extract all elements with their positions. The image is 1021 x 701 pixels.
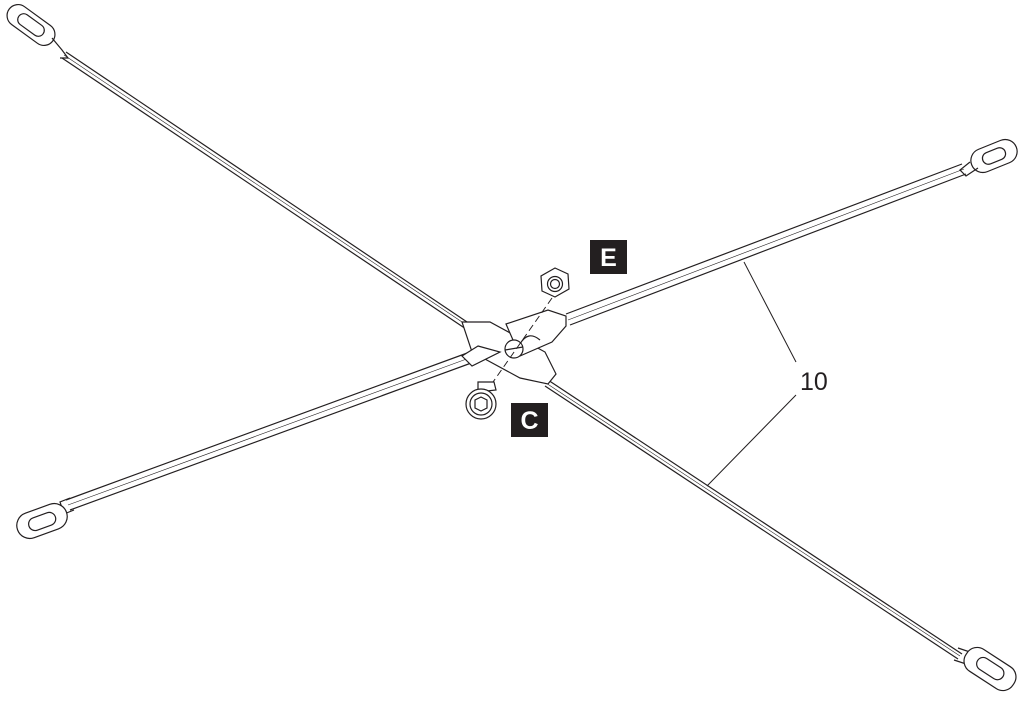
assembly-axis-line bbox=[485, 297, 553, 393]
eyelet-bottom-right bbox=[953, 646, 1017, 692]
callout-e: E bbox=[590, 240, 627, 274]
eyelet-right bbox=[959, 138, 1018, 177]
callout-10: 10 bbox=[706, 261, 828, 487]
callout-e-text: E bbox=[600, 244, 617, 272]
callout-c-text: C bbox=[520, 407, 538, 435]
leader-line-upper bbox=[743, 261, 797, 363]
eyelet-bottom-left bbox=[16, 497, 75, 540]
callout-10-text: 10 bbox=[800, 368, 828, 396]
eyelet-top-left bbox=[6, 3, 70, 59]
center-plates bbox=[461, 309, 567, 385]
callout-c: C bbox=[511, 403, 548, 437]
socket-head-bolt bbox=[465, 381, 497, 420]
leader-line-lower bbox=[706, 394, 797, 487]
hex-nut bbox=[540, 267, 570, 298]
cross-brace-rod-b bbox=[16, 138, 1018, 540]
cross-brace-rod-a bbox=[6, 3, 1017, 692]
